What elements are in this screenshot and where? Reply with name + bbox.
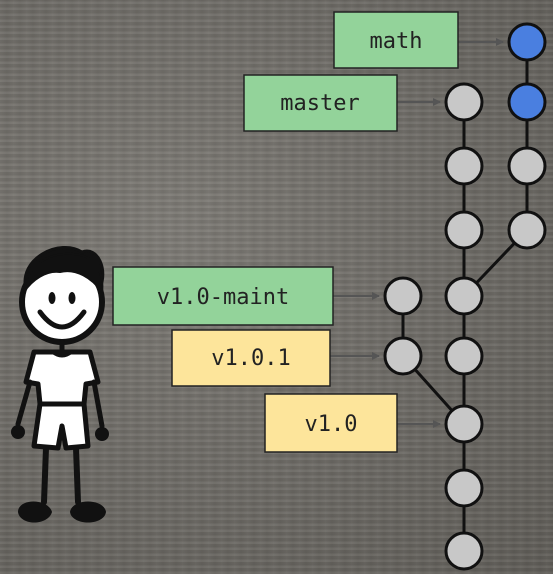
commit-node[interactable] bbox=[383, 276, 423, 316]
commit-node[interactable] bbox=[444, 210, 484, 250]
commit-node[interactable] bbox=[507, 22, 547, 62]
ref-v1-0-1[interactable]: v1.0.1 bbox=[171, 329, 331, 387]
stick-figure-icon bbox=[11, 246, 109, 523]
commit-node[interactable] bbox=[383, 336, 423, 376]
ref-label-master: master bbox=[280, 91, 359, 116]
ref-box-master[interactable] bbox=[243, 74, 398, 132]
ref-arrows bbox=[330, 38, 504, 428]
commit-node[interactable] bbox=[444, 146, 484, 186]
commit-node[interactable] bbox=[507, 82, 547, 122]
ref-box-v1-0-maint[interactable] bbox=[112, 266, 334, 326]
commit-node[interactable] bbox=[444, 531, 484, 571]
ref-box-v1-0[interactable] bbox=[264, 393, 398, 453]
commit-node[interactable] bbox=[507, 210, 547, 250]
ref-label-v1-0-1: v1.0.1 bbox=[211, 346, 290, 371]
commit-node[interactable] bbox=[507, 146, 547, 186]
ref-label-v1-0-maint: v1.0-maint bbox=[157, 285, 289, 310]
ref-math[interactable]: math bbox=[333, 11, 459, 69]
commit-node[interactable] bbox=[444, 336, 484, 376]
commit-node[interactable] bbox=[444, 276, 484, 316]
ref-label-v1-0: v1.0 bbox=[305, 412, 358, 437]
commit-node[interactable] bbox=[444, 468, 484, 508]
ref-box-v1-0-1[interactable] bbox=[171, 329, 331, 387]
ref-v1-0[interactable]: v1.0 bbox=[264, 393, 398, 453]
ref-label-math: math bbox=[370, 29, 423, 54]
commit-node[interactable] bbox=[444, 404, 484, 444]
ref-box-math[interactable] bbox=[333, 11, 459, 69]
commit-node[interactable] bbox=[444, 82, 484, 122]
commits bbox=[383, 22, 547, 571]
ref-v1-0-maint[interactable]: v1.0-maint bbox=[112, 266, 334, 326]
ref-master[interactable]: master bbox=[243, 74, 398, 132]
